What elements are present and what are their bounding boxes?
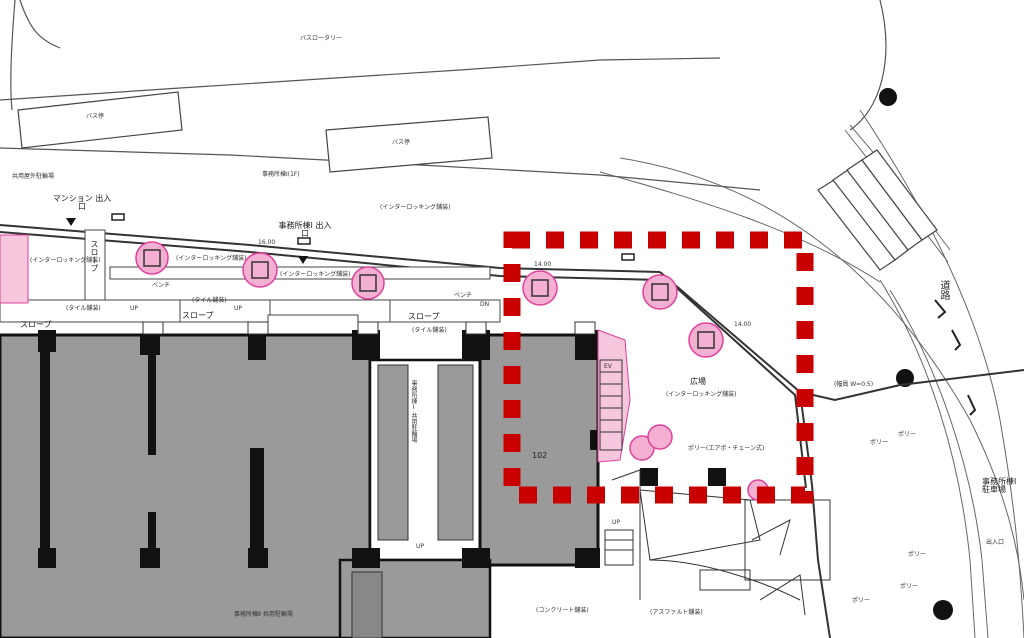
label-up-1: UP	[130, 305, 139, 312]
highlight-frame	[503, 231, 814, 504]
tree-2	[242, 252, 278, 288]
signs	[111, 213, 813, 363]
column-boxes	[142, 321, 596, 335]
road-markings	[934, 299, 977, 416]
bus-bay-1	[17, 91, 183, 149]
label-concrete: (コンクリート舗装)	[536, 607, 589, 614]
label-pole-4: ポリー	[900, 583, 919, 590]
tree-3	[351, 266, 385, 300]
label-square: 広場	[690, 377, 706, 386]
label-office-ii-entrance: 出入口	[986, 539, 1005, 546]
label-district-note: 事務所棟Ⅰ(1F)	[262, 171, 300, 178]
label-interlocking-1: (インターロッキング舗装)	[30, 257, 101, 264]
tree-4	[522, 270, 558, 306]
structural-columns	[38, 330, 726, 568]
label-chain: ポリー(エアポ・チェーン式)	[688, 445, 765, 452]
tree-1	[135, 241, 169, 275]
label-slope-2: スロープ	[182, 311, 214, 320]
label-mansion-entrance: マンション 出入口	[52, 194, 112, 211]
label-bench-1: ベンチ	[152, 282, 171, 289]
label-ev: EV	[604, 363, 612, 370]
label-pole-3: ポリー	[852, 597, 871, 604]
label-tile-3: (タイル舗装)	[412, 327, 447, 334]
label-slope-1: スロープ	[20, 320, 52, 329]
survey-points	[879, 88, 953, 620]
slope-strip	[0, 229, 501, 361]
label-interlocking-4: (インターロッキング舗装)	[666, 391, 737, 398]
label-up-2: UP	[234, 305, 243, 312]
label-slope-3: スロープ	[408, 312, 440, 321]
label-asphalt: (アスファルト舗装)	[650, 609, 703, 616]
label-interlocking-5: (インターロッキング舗装)	[280, 271, 351, 278]
label-unit-102: 102	[532, 451, 548, 460]
label-dim-1: 14.00	[534, 261, 552, 268]
label-office-ii-bicycle: 事務所棟Ⅱ 共用駐輪場	[234, 611, 293, 618]
tree-8	[647, 424, 673, 450]
parking-area	[611, 469, 831, 616]
label-dim-3: 14.00	[734, 321, 752, 328]
label-office-parking: 事務所棟Ⅰ 駐車場	[982, 477, 1017, 494]
tree-5	[642, 274, 678, 310]
label-dim-2: 16.00	[258, 239, 276, 246]
label-pole-1: ポリー	[870, 439, 889, 446]
bus-bays	[17, 91, 493, 173]
bus-bay-2	[325, 116, 493, 173]
label-interlocking-3: (インターロッキング舗装)	[380, 204, 451, 211]
buildings	[0, 333, 600, 638]
label-road: 道路	[938, 280, 949, 300]
label-office-entrance: 事務所棟Ⅰ 出入口	[278, 221, 332, 238]
label-pole-5: ポリー	[908, 551, 927, 558]
label-bench-2: ベンチ	[454, 292, 473, 299]
label-garden-note: (幅員 W=0.5)	[834, 381, 874, 388]
label-tile-2: (タイル舗装)	[192, 297, 227, 304]
road-arcs	[599, 109, 1024, 638]
label-office-bicycle: 事務所棟Ⅰ 共用駐輪場	[410, 380, 417, 443]
label-tile-1: (タイル舗装)	[66, 305, 101, 312]
label-up-4: UP	[612, 519, 621, 526]
tree-6	[688, 322, 724, 358]
label-up-3: UP	[416, 543, 425, 550]
trees	[135, 241, 769, 501]
label-interlocking-2: (インターロッキング舗装)	[176, 255, 247, 262]
label-slope-vertical: スロープ	[90, 240, 99, 272]
crosswalk	[817, 149, 938, 271]
staircase	[599, 359, 634, 566]
label-bus-rotary: バスロータリー	[300, 35, 343, 42]
label-pole-2: ポリー	[898, 431, 917, 438]
bus-rotary-outline	[0, 0, 887, 191]
entrance-markers	[66, 218, 308, 264]
label-bicycle-parking: 共用屋外駐輪場	[12, 173, 55, 180]
label-bus-bay-2: バス停	[392, 139, 411, 146]
label-dn: DN	[480, 301, 490, 308]
label-bus-bay-1: バス停	[86, 113, 105, 120]
